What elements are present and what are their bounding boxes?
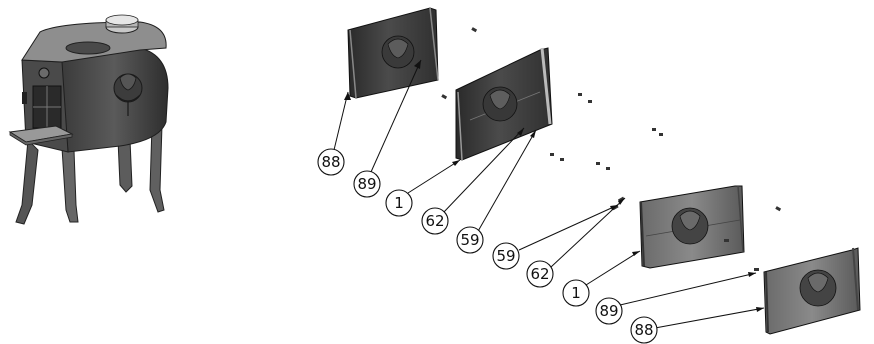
callout-1-bottom: 1 <box>562 279 590 307</box>
callout-62-bottom: 62 <box>526 260 554 288</box>
side-panel-top-rear <box>347 7 439 99</box>
callout-88-bottom: 88 <box>630 316 658 344</box>
fastener <box>659 133 663 136</box>
callout-59-top: 59 <box>456 226 484 254</box>
stove-leg <box>149 124 165 213</box>
thistle-ornament <box>482 86 518 122</box>
thistle-ornament <box>113 73 143 116</box>
leader-lines <box>333 59 765 329</box>
thistle-ornament <box>381 35 415 69</box>
callout-label: 59 <box>496 247 515 265</box>
callout-label: 89 <box>599 302 618 320</box>
stove-hinge <box>22 92 27 104</box>
fastener <box>471 27 478 33</box>
fastener <box>754 268 759 271</box>
callout-label: 62 <box>425 212 444 230</box>
callout-label: 1 <box>571 284 581 302</box>
stove-leg <box>15 138 39 225</box>
callout-label: 88 <box>321 153 340 171</box>
callout-88-top: 88 <box>317 148 345 176</box>
side-panel-mid-rear <box>455 47 553 161</box>
stove-cooktop-ring <box>65 41 111 55</box>
fastener <box>652 128 656 131</box>
side-panel-front-lower <box>639 185 745 269</box>
thistle-ornament <box>799 269 837 307</box>
fastener <box>560 158 564 161</box>
callout-1-top: 1 <box>385 189 413 217</box>
stove-body <box>59 47 169 153</box>
callout-label: 1 <box>394 194 404 212</box>
callout-89-bottom: 89 <box>595 297 623 325</box>
arrowheads <box>344 60 764 312</box>
callout-59-bottom: 59 <box>492 242 520 270</box>
side-panel-front-outer <box>763 247 861 335</box>
stove-leg <box>61 147 79 223</box>
fastener <box>588 100 592 103</box>
callout-label: 62 <box>530 265 549 283</box>
callout-89-top: 89 <box>353 170 381 198</box>
fastener <box>596 162 600 165</box>
fastener <box>775 206 782 212</box>
fastener <box>550 153 554 156</box>
stove-leg <box>117 139 133 193</box>
fastener <box>724 239 729 242</box>
callout-label: 59 <box>460 231 479 249</box>
thistle-ornament <box>671 207 709 245</box>
stove-illustration <box>8 14 169 225</box>
callout-62-top: 62 <box>421 207 449 235</box>
callout-label: 89 <box>357 175 376 193</box>
callout-label: 88 <box>634 321 653 339</box>
fastener <box>441 94 448 100</box>
fastener <box>578 93 582 96</box>
stove-air-vent <box>38 67 50 79</box>
fastener <box>606 167 610 170</box>
